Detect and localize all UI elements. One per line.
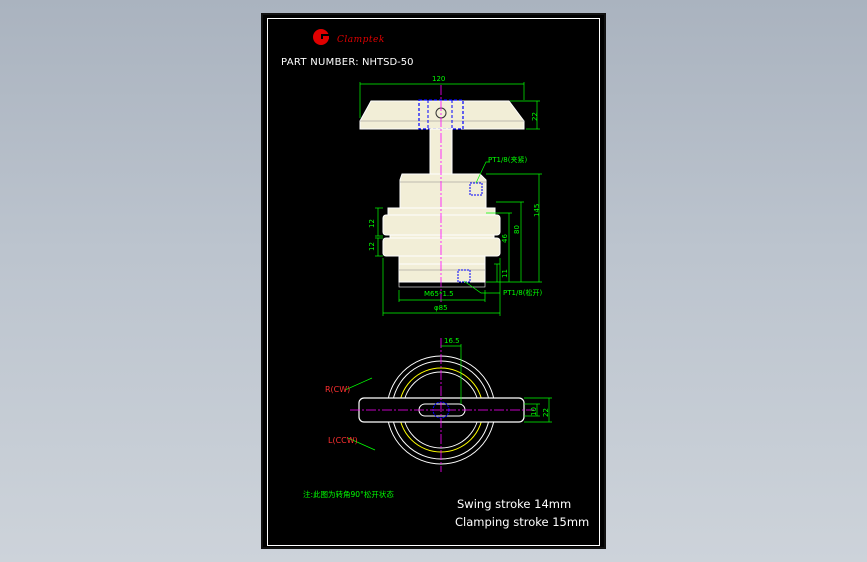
dim-height-145: 145: [533, 203, 541, 217]
dim-thread-m65: M65*1.5: [424, 290, 454, 298]
part-number-label: PART NUMBER:: [281, 57, 359, 68]
clamp-body: [382, 173, 501, 288]
dim-flange-12-a: 12: [368, 219, 376, 228]
dim-diameter-85: φ85: [434, 304, 448, 312]
dim-arm-22: 22: [542, 408, 550, 417]
drawing-note: 注:此图为转角90°松开状态: [303, 490, 394, 499]
dim-height-46: 46: [501, 234, 509, 243]
drawing-frame: [267, 18, 600, 546]
dim-height-80: 80: [513, 225, 521, 234]
rotation-ccw-label: L(CCW): [328, 436, 358, 445]
dim-width-120: 120: [432, 75, 446, 83]
part-number-value: NHTSD-50: [362, 57, 414, 68]
clamptek-logo-icon: [313, 29, 331, 45]
dim-offset-16-5: 16.5: [444, 337, 460, 345]
dimension-lines: [359, 82, 542, 316]
port-unclamp-label: PT1/8(松开): [503, 289, 543, 297]
swing-stroke-spec: Swing stroke 14mm: [457, 497, 572, 511]
clamping-stroke-spec: Clamping stroke 15mm: [455, 515, 590, 529]
port-clamp-label: PT1/8(夹紧): [488, 156, 528, 164]
brand-name: Clamptek: [337, 35, 385, 45]
dim-height-11: 11: [501, 269, 509, 278]
dim-flange-12-b: 12: [368, 242, 376, 251]
rotation-cw-label: R(CW): [325, 385, 351, 394]
plan-view: [344, 338, 552, 472]
t-handle: [359, 99, 525, 130]
dim-handle-height-22: 22: [531, 112, 539, 121]
dim-slot-10: 10: [530, 407, 538, 416]
